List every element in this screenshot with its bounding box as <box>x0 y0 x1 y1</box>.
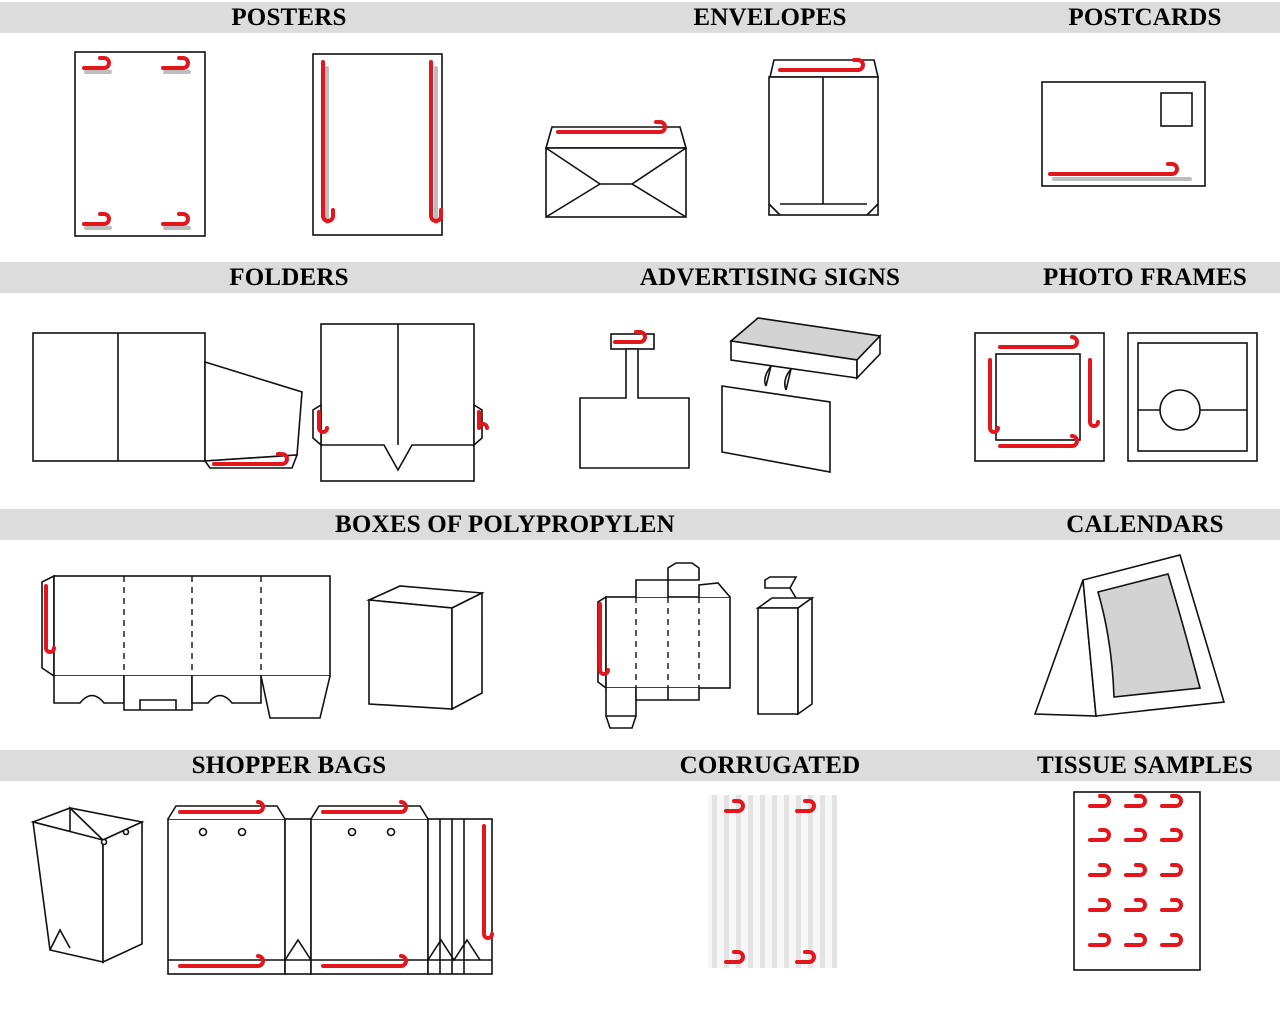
section-title-boxes-of-polypropylen: BOXES OF POLYPROPYLEN <box>335 511 675 538</box>
corrugated-sheet-illustration <box>708 795 837 968</box>
tape-mark <box>1088 863 1111 877</box>
tape-mark <box>321 60 335 223</box>
tape-mark <box>161 56 190 70</box>
folder-open-illustration <box>32 332 303 469</box>
tape-mark <box>477 410 489 430</box>
envelope-landscape-illustration <box>544 120 688 218</box>
envelope-portrait-illustration <box>768 58 880 216</box>
tape-mark <box>44 584 56 654</box>
hanging-sign-illustration <box>579 330 690 469</box>
tape-mark <box>1160 794 1183 808</box>
stamp-box <box>1160 92 1193 127</box>
tape-mark <box>161 212 190 226</box>
tape-mark <box>429 60 443 223</box>
section-title-posters: POSTERS <box>231 4 347 31</box>
section-title-tissue-samples: TISSUE SAMPLES <box>1036 752 1254 779</box>
tape-mark <box>317 410 329 434</box>
header-band-row-3: BOXES OF POLYPROPYLEN CALENDARS <box>0 509 1280 540</box>
ceiling-sign-illustration <box>721 317 882 473</box>
tape-mark <box>1088 898 1111 912</box>
header-band-row-4: SHOPPER BAGS CORRUGATED TISSUE SAMPLES <box>0 750 1280 781</box>
box-3d-illustration <box>365 585 485 711</box>
shopper-bag-flat-net-illustration <box>167 800 494 975</box>
tape-mark <box>212 452 289 466</box>
tape-mark <box>795 950 816 964</box>
tissue-samples-sheet-illustration <box>1073 791 1201 971</box>
poster-edge-tapes-illustration <box>312 53 443 236</box>
tape-mark <box>82 212 111 226</box>
tape-mark <box>82 56 111 70</box>
section-title-shopper-bags: SHOPPER BAGS <box>191 752 387 779</box>
tape-mark <box>1160 828 1183 842</box>
tape-mark <box>1048 162 1179 176</box>
tape-mark <box>556 120 667 134</box>
box-flat-net-illustration <box>41 574 331 719</box>
tape-mark <box>598 602 610 676</box>
tape-mark <box>1124 898 1147 912</box>
shopper-bag-3d-illustration <box>30 806 145 964</box>
tape-mark <box>1088 828 1111 842</box>
tape-mark <box>988 358 1000 434</box>
tape-mark <box>1124 794 1147 808</box>
photo-frame-taped-illustration <box>974 332 1105 462</box>
box-tuck-net-illustration <box>597 562 731 729</box>
tape-mark <box>321 800 408 814</box>
photo-frame-window-illustration <box>1127 332 1258 462</box>
tape-mark <box>321 954 408 968</box>
tape-mark <box>1160 933 1183 947</box>
section-title-folders: FOLDERS <box>229 264 349 291</box>
postcard-illustration <box>1041 81 1206 187</box>
tape-mark <box>482 824 494 940</box>
folder-pocket-illustration <box>312 323 489 482</box>
section-title-calendars: CALENDARS <box>1066 511 1224 538</box>
header-band-row-2: FOLDERS ADVERTISING SIGNS PHOTO FRAMES <box>0 262 1280 293</box>
section-title-advertising-signs: ADVERTISING SIGNS <box>639 264 901 291</box>
tape-mark <box>1124 933 1147 947</box>
tape-mark <box>998 434 1079 448</box>
tape-mark <box>1088 933 1111 947</box>
poster-corner-tapes-illustration <box>74 51 206 237</box>
section-title-corrugated: CORRUGATED <box>679 752 861 779</box>
tape-mark <box>178 800 265 814</box>
tape-mark <box>1160 863 1183 877</box>
header-band-row-1: POSTERS ENVELOPES POSTCARDS <box>0 2 1280 33</box>
tape-mark <box>795 799 816 813</box>
tape-mark <box>1088 794 1111 808</box>
tape-mark <box>1124 828 1147 842</box>
tape-mark <box>998 335 1079 349</box>
tape-mark <box>778 58 865 72</box>
tape-mark <box>724 799 745 813</box>
section-title-postcards: POSTCARDS <box>1068 4 1222 31</box>
tape-mark <box>724 950 745 964</box>
tape-mark <box>1124 863 1147 877</box>
tape-mark <box>1088 358 1100 428</box>
tape-mark <box>613 330 647 344</box>
section-title-photo-frames: PHOTO FRAMES <box>1042 264 1248 291</box>
section-title-envelopes: ENVELOPES <box>693 4 847 31</box>
box-tall-illustration <box>755 576 815 716</box>
tape-mark <box>1160 898 1183 912</box>
tape-mark <box>178 954 265 968</box>
desk-calendar-illustration <box>1033 554 1226 717</box>
